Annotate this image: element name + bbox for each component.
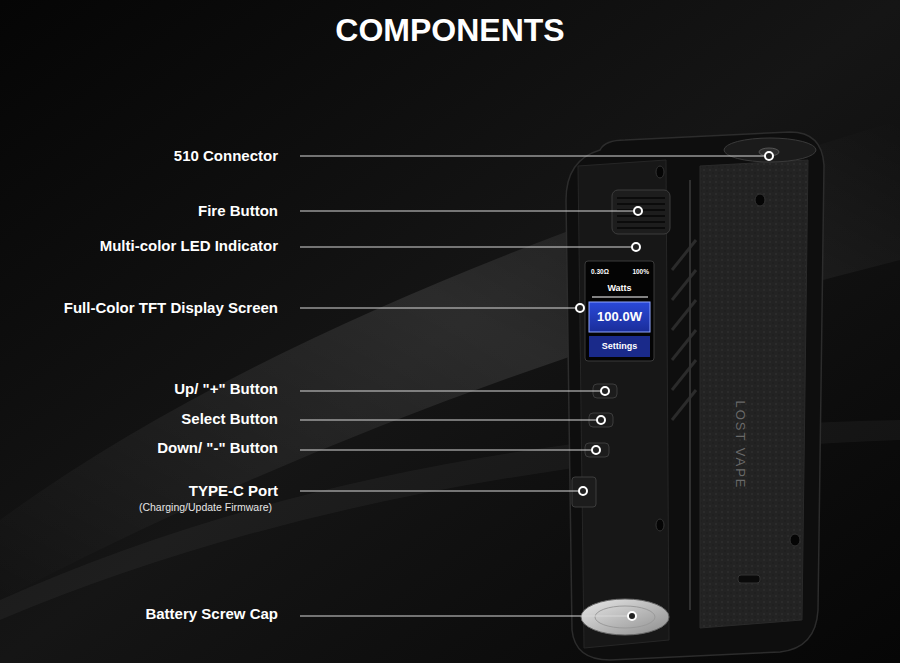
leader-dots: [576, 152, 773, 620]
component-label: Down/ "-" Button: [8, 439, 278, 456]
component-label: Fire Button: [8, 202, 278, 219]
usb-port: [572, 477, 596, 507]
component-note: (Charging/Update Firmware): [2, 501, 272, 513]
component-label: Battery Screw Cap: [8, 605, 278, 622]
led-indicator: [633, 244, 639, 250]
screen-text: Settings: [591, 341, 649, 351]
component-label: Up/ "+" Button: [8, 380, 278, 397]
display-screen: [585, 261, 654, 361]
battery-cap: [581, 599, 669, 635]
connector-cap: [724, 138, 816, 162]
screen-text: Watts: [591, 283, 649, 293]
leader-lines: [300, 156, 765, 616]
component-label: Multi-color LED Indicator: [8, 237, 278, 254]
component-label: TYPE-C Port: [8, 482, 278, 499]
component-label: Select Button: [8, 410, 278, 427]
brand-mark: LOST VAPE: [733, 385, 748, 505]
fire-button: [612, 190, 670, 234]
page-title: COMPONENTS: [0, 12, 900, 49]
screen-text: 0.30Ω: [591, 268, 621, 275]
screen-text: 100.0W: [591, 310, 649, 325]
component-label: 510 Connector: [8, 147, 278, 164]
component-label: Full-Color TFT Display Screen: [8, 299, 278, 316]
screen-text: 100%: [623, 268, 649, 275]
